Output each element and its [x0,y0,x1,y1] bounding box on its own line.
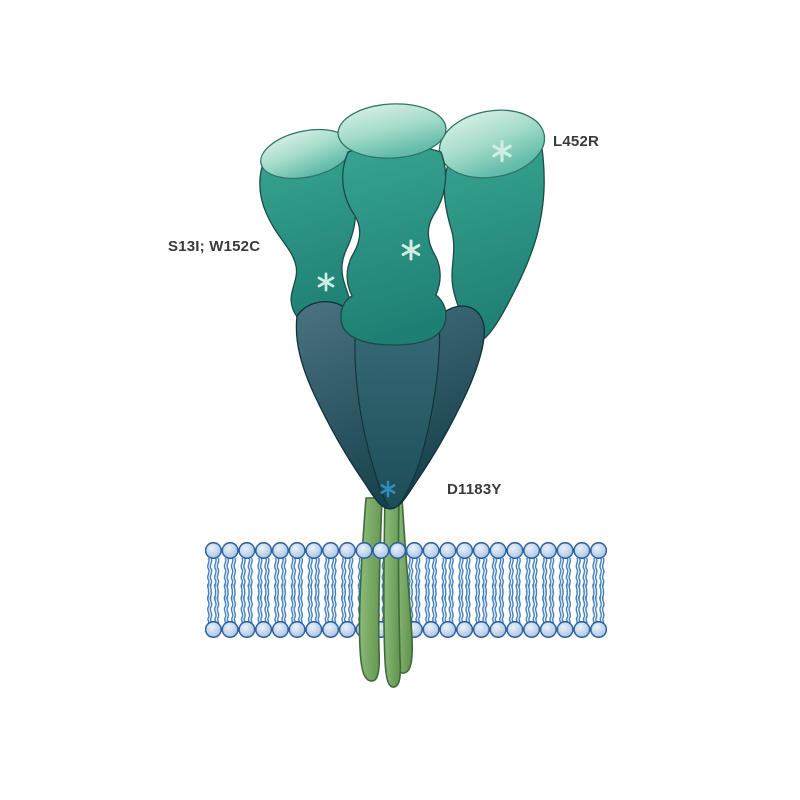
label-ntd-mutations: S13I; W152C [168,238,260,255]
spike-monomer-center-head-face [337,103,447,159]
stalk-middle [383,497,402,688]
spike-monomer-left [259,128,357,332]
transmembrane-stalks [358,497,414,688]
spike-monomer-center [337,103,447,346]
spike-monomer-right [438,109,546,340]
membrane-top-leaflet-heads [205,542,607,559]
label-rbd-mutation: L452R [553,133,599,150]
stalk-left [358,497,383,682]
spike-stem-center-strand [354,315,440,507]
label-stem-mutation: D1183Y [447,481,502,498]
spike-monomer-center-body [340,143,447,346]
spike-monomer-right-body [443,143,545,340]
